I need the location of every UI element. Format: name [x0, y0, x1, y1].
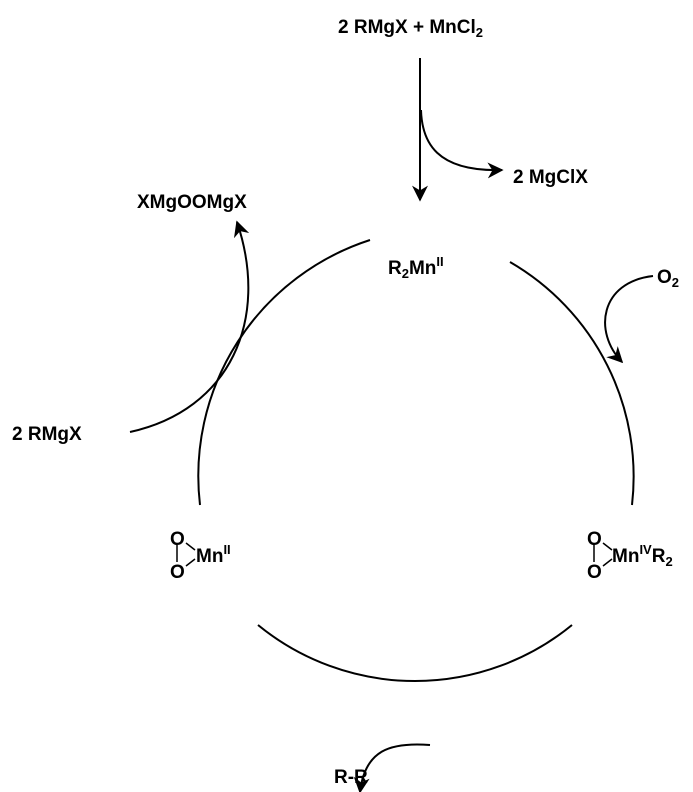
peroxo-mn-bond-right-top [602, 542, 613, 551]
peroxide-label: XMgOOMgX [137, 192, 247, 213]
oxygen-arrow [604, 275, 654, 364]
byproduct-arrow [420, 109, 504, 179]
oxygen-subscript: 2 [671, 275, 680, 290]
peroxo-mn4-ligand: R [651, 546, 666, 567]
cycle-arc-bottom [257, 624, 573, 683]
byproduct-label: 2 MgClX [513, 167, 588, 188]
peroxo-mn-bond-left-top [185, 542, 196, 551]
reagent-grignard: 2 RMgX [338, 17, 408, 38]
peroxo-mn2-metal-label: MnII [196, 543, 231, 567]
product-arrow [353, 743, 431, 792]
catalyst-ligand-subscript: 2 [401, 266, 409, 281]
peroxo-mn4-ligand-subscript: 2 [665, 554, 673, 569]
peroxo-mn4-metal: Mn [612, 546, 640, 567]
reagent-mn-salt-subscript: 2 [475, 25, 484, 40]
peroxo-mn-bond-right-bottom [602, 558, 613, 567]
cycle-arc-right [509, 261, 635, 506]
cycle-arc-top-left [197, 239, 371, 506]
peroxo-mn2-oxygen-bottom: O [170, 562, 185, 583]
peroxo-mn4-oxygen-bottom: O [587, 562, 602, 583]
reagent-mn-salt: MnCl [429, 17, 476, 38]
grignard-arrow [129, 220, 250, 433]
reagents-label: 2 RMgX + MnCl2 [338, 17, 484, 40]
catalyst-oxidation-state: II [436, 254, 444, 269]
peroxo-mn4-metal-label: MnIVR2 [612, 543, 673, 569]
reagent-plus: + [412, 17, 425, 38]
grignard-input-label: 2 RMgX [12, 424, 82, 445]
peroxo-mn2-oxidation-state: II [223, 542, 231, 557]
peroxo-mn-bond-left-bottom [185, 558, 196, 567]
catalyst-label: R2MnII [388, 255, 444, 281]
peroxo-mn2-metal: Mn [196, 546, 224, 567]
peroxo-mn4-oxygen-top: O [587, 529, 602, 550]
catalyst-ligand: R [388, 258, 402, 279]
oxygen-symbol: O [657, 267, 672, 288]
catalyst-metal: Mn [408, 258, 437, 279]
peroxo-mn2-oxygen-top: O [170, 529, 185, 550]
peroxo-mn4-oxidation-state: IV [639, 542, 652, 557]
product-label: R-R [334, 767, 368, 788]
oxygen-label: O2 [657, 267, 680, 290]
